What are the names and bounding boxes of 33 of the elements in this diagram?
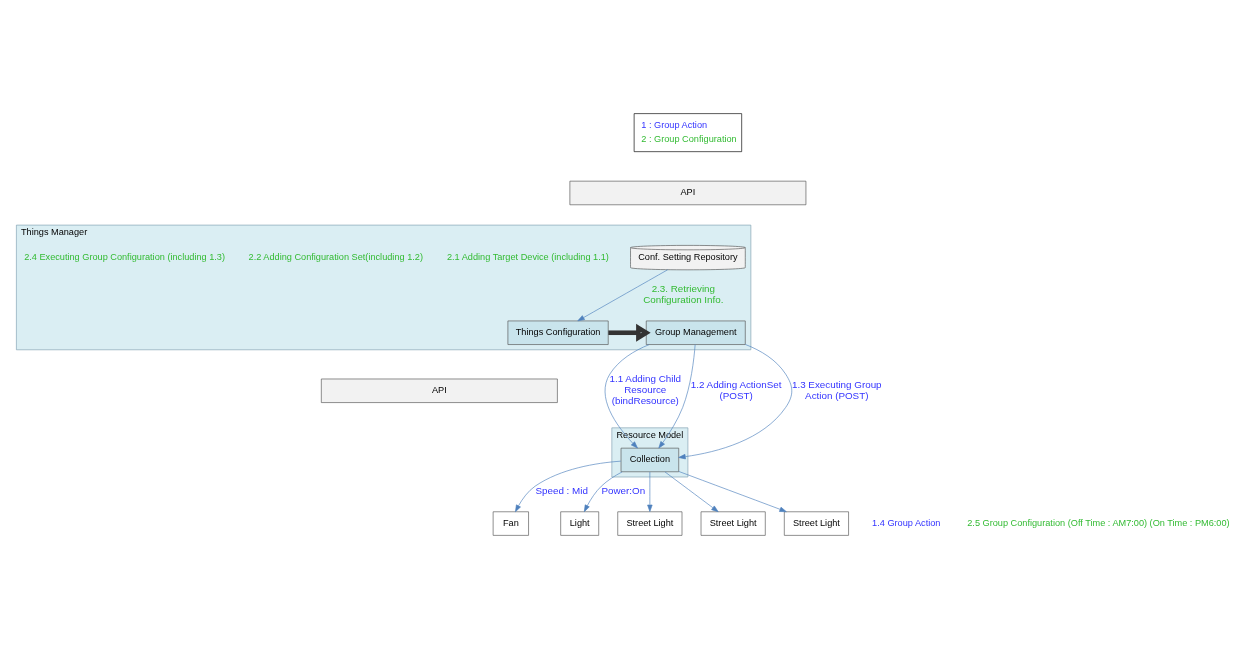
label: 2.2 Adding Configuration Set(including 1.2)	[248, 252, 423, 263]
arrow	[678, 471, 787, 512]
arrow	[583, 471, 623, 513]
arrow	[604, 344, 650, 449]
legend-label: 1 : Group Action	[641, 120, 708, 131]
arrow	[577, 269, 668, 322]
node-box: Things Configuration	[507, 320, 609, 345]
edge-label: 1.2 Adding ActionSet (POST)	[690, 378, 782, 401]
arrow	[608, 323, 651, 342]
edge-label: 1.1 Adding Child Resource (bindResource)	[609, 372, 682, 407]
node-box: Fan	[492, 511, 529, 536]
node-box: Street Light	[783, 511, 849, 536]
edge-label: Power:On	[601, 485, 646, 497]
node-box: Street Light	[617, 511, 683, 536]
node-box: Collection	[620, 447, 680, 473]
label: 2.5 Group Configuration (Off Time : AM7:00) (On Time : PM6:00)	[967, 518, 1230, 528]
edge-label: 1.3 Executing Group Action (POST)	[791, 378, 882, 401]
node-box: Light	[560, 511, 600, 536]
arrow	[678, 344, 793, 460]
label: 2.1 Adding Target Device (including 1.1)	[446, 252, 609, 263]
arrow	[647, 471, 653, 512]
node-box: Street Light	[700, 511, 766, 536]
node-box: API	[321, 378, 558, 403]
edge-label: Speed : Mid	[535, 485, 588, 497]
arrow	[515, 460, 622, 513]
arrow	[658, 344, 696, 449]
legend-label: 2 : Group Configuration	[641, 133, 737, 144]
node-box: Group Management	[645, 320, 746, 345]
edge-label: 2.3. Retrieving Configuration Info.	[643, 283, 724, 306]
label: 2.4 Executing Group Configuration (including 1.3)	[24, 252, 226, 263]
arrow	[664, 471, 719, 513]
label: 1.4 Group Action	[872, 518, 941, 528]
node-box: API	[569, 180, 807, 206]
